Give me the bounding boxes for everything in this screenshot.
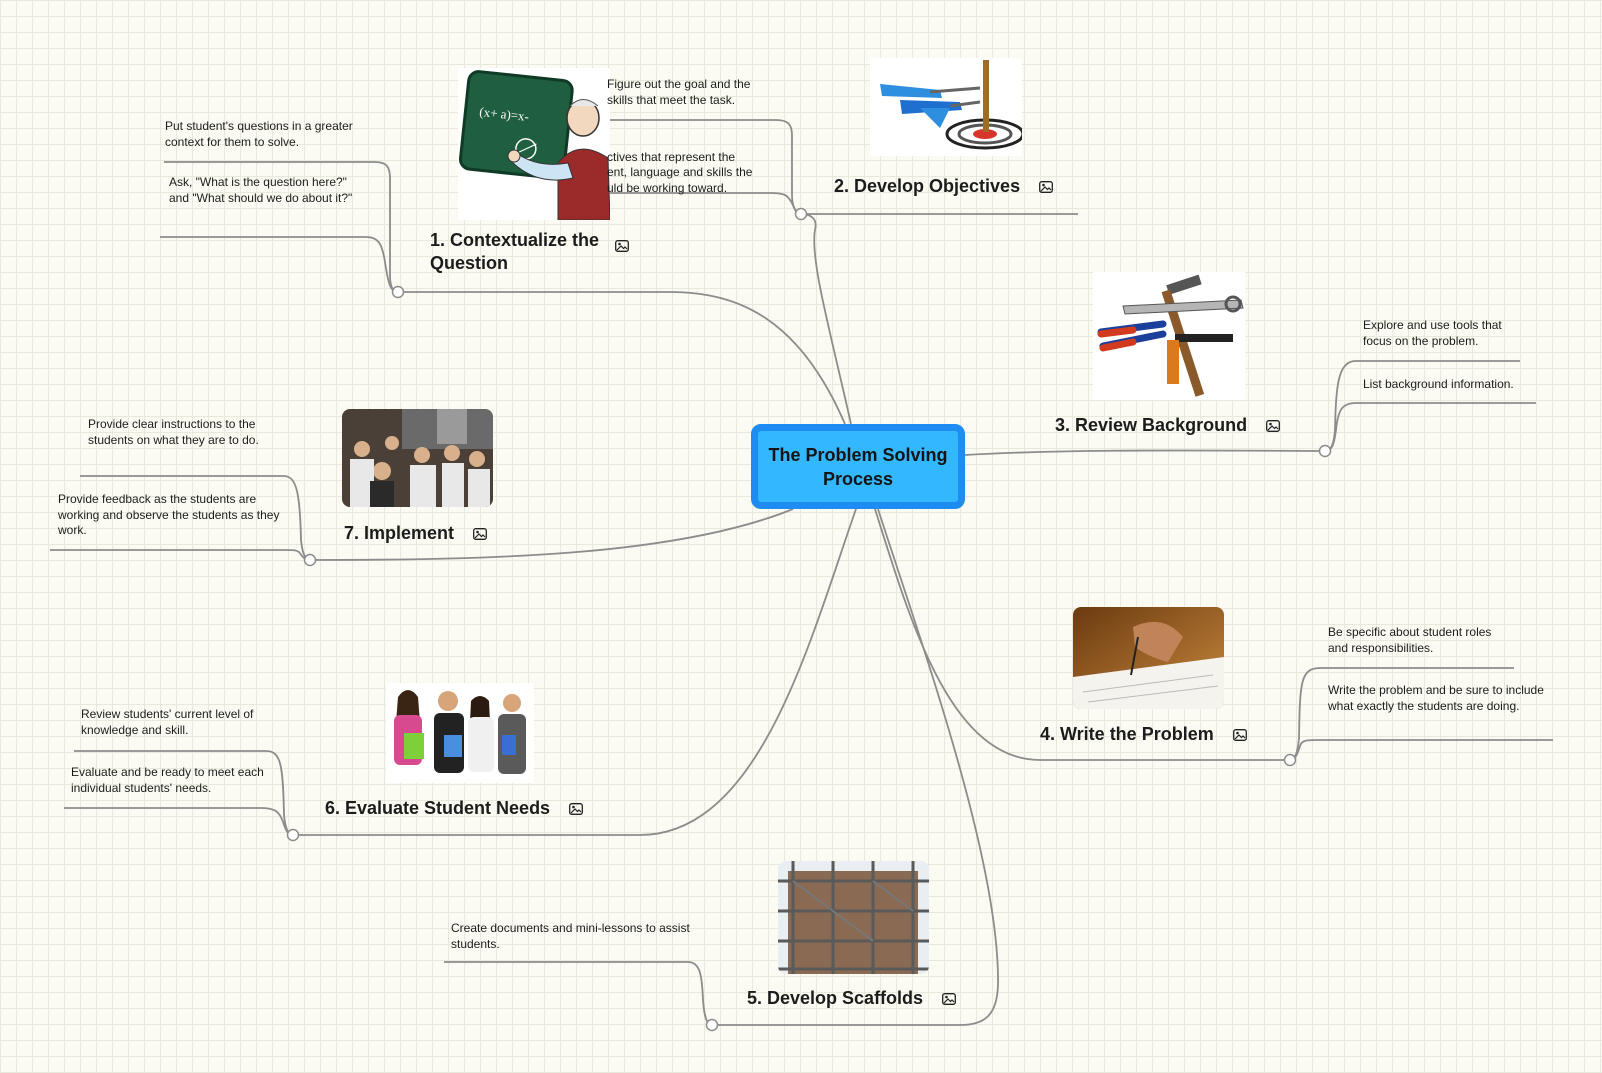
- branch-5-title[interactable]: 5. Develop Scaffolds: [747, 987, 957, 1011]
- branch-3-note-1[interactable]: Explore and use tools that focus on the …: [1363, 318, 1502, 348]
- branch-7-note-2[interactable]: Provide feedback as the students are wor…: [58, 492, 280, 537]
- branch-1-title[interactable]: 1. Contextualize the Question: [430, 229, 640, 275]
- branch-3-title[interactable]: 3. Review Background: [1055, 414, 1281, 438]
- image-indicator-icon[interactable]: [615, 235, 629, 258]
- branch-6-title[interactable]: 6. Evaluate Student Needs: [325, 797, 584, 821]
- scaffolding-image: [778, 861, 929, 974]
- svg-text:(x+ a)=x-: (x+ a)=x-: [479, 104, 530, 124]
- image-indicator-icon[interactable]: [473, 523, 487, 546]
- branch-2-note-1[interactable]: Figure out the goal and the skills that …: [607, 77, 751, 107]
- central-topic[interactable]: The Problem Solving Process: [751, 424, 965, 509]
- branch-7-note-1[interactable]: Provide clear instructions to the studen…: [88, 417, 259, 447]
- branch-7-title[interactable]: 7. Implement: [344, 522, 487, 546]
- image-indicator-icon[interactable]: [569, 798, 584, 821]
- branch-4-note-1[interactable]: Be specific about student roles and resp…: [1328, 625, 1492, 655]
- image-indicator-icon[interactable]: [1266, 415, 1281, 438]
- branch-6-note-1[interactable]: Review students' current level of knowle…: [81, 707, 254, 737]
- image-indicator-icon[interactable]: [1232, 724, 1247, 747]
- hand-writing-image: [1073, 607, 1224, 709]
- central-topic-label: The Problem Solving Process: [768, 444, 948, 489]
- branch-1-note-1[interactable]: Put student's questions in a greater con…: [165, 119, 353, 149]
- branch-6-note-2[interactable]: Evaluate and be ready to meet each indiv…: [71, 765, 264, 795]
- branch-1-note-2[interactable]: Ask, "What is the question here?" and "W…: [169, 175, 353, 205]
- tools-image: [1093, 272, 1245, 400]
- branch-4-note-2[interactable]: Write the problem and be sure to include…: [1328, 683, 1544, 713]
- group-of-students-image: [386, 683, 534, 783]
- branch-2-note-2[interactable]: ctives that represent the ent, language …: [607, 149, 753, 195]
- branch-5-note-1[interactable]: Create documents and mini-lessons to ass…: [451, 921, 690, 951]
- branch-4-title[interactable]: 4. Write the Problem: [1040, 723, 1247, 747]
- branch-2-title[interactable]: 2. Develop Objectives: [834, 175, 1054, 199]
- teacher-at-chalkboard-image: (x+ a)=x-: [458, 68, 610, 220]
- image-indicator-icon[interactable]: [942, 988, 957, 1011]
- image-indicator-icon[interactable]: [1039, 176, 1054, 199]
- classroom-image: [342, 409, 493, 507]
- branch-3-note-2[interactable]: List background information.: [1363, 377, 1514, 391]
- darts-on-target-image: [870, 58, 1022, 156]
